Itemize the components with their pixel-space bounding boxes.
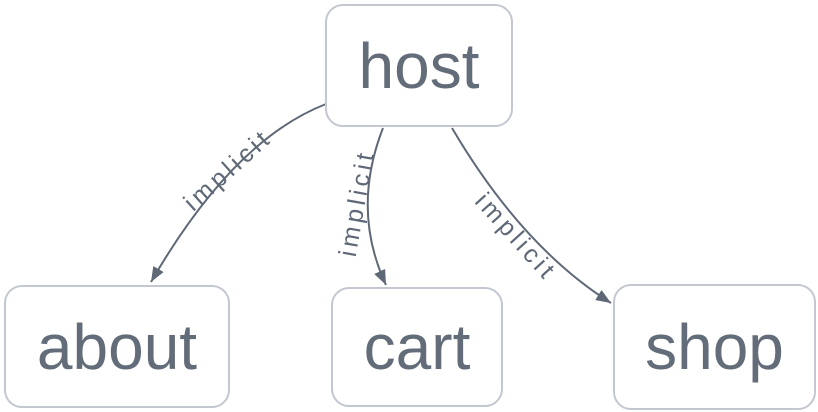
edge-label-host-about: implicit xyxy=(178,123,277,216)
node-host-label: host xyxy=(358,29,480,102)
node-host[interactable]: host xyxy=(325,4,513,127)
edge-host-about[interactable] xyxy=(150,103,327,283)
edge-label-host-shop: implicit xyxy=(469,187,562,286)
edge-label-host-cart: implicit xyxy=(334,147,380,259)
node-shop-label: shop xyxy=(645,311,784,383)
edge-host-shop[interactable] xyxy=(451,127,612,304)
edge-host-cart[interactable] xyxy=(366,127,387,286)
node-about-label: about xyxy=(36,310,198,383)
node-shop[interactable]: shop xyxy=(613,284,816,410)
node-about[interactable]: about xyxy=(4,285,230,408)
node-cart[interactable]: cart xyxy=(331,287,503,407)
node-cart-label: cart xyxy=(363,311,471,383)
